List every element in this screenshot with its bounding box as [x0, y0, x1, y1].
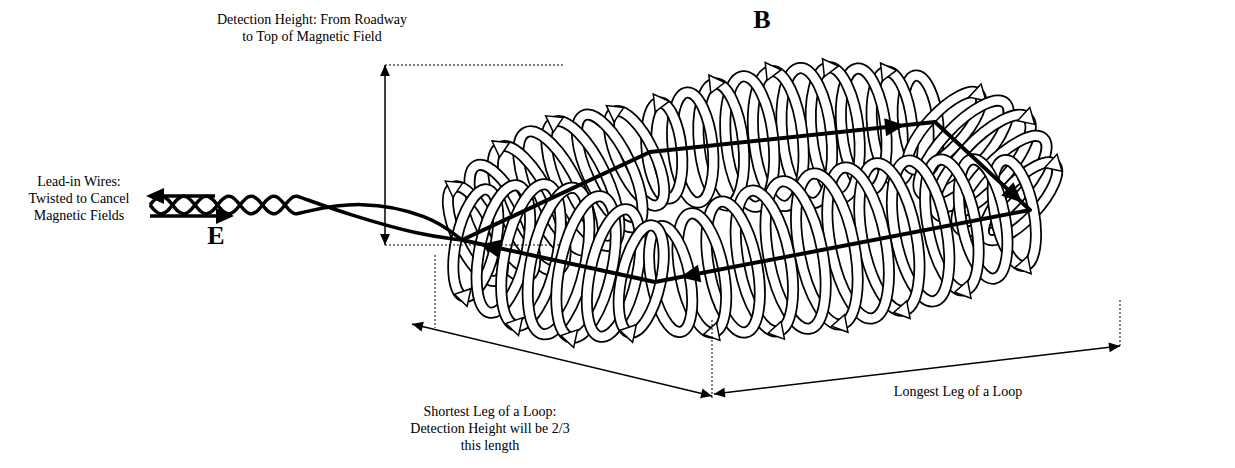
arrowhead — [380, 65, 390, 76]
extension-line — [385, 65, 565, 66]
detection-height-label: Detection Height: From Roadway to Top of… — [212, 12, 412, 46]
lead-in-wires — [146, 188, 462, 240]
extension-line — [1120, 300, 1121, 348]
arrowhead — [714, 388, 726, 398]
lead-in-label: Lead-in Wires: Twisted to Cancel Magneti… — [20, 174, 138, 224]
arrowhead — [1108, 342, 1120, 352]
longest-leg-label: Longest Leg of a Loop — [868, 384, 1048, 401]
magnetic-field-label: B — [747, 4, 777, 35]
extension-line — [435, 255, 436, 328]
magnetic-field-rings — [433, 56, 1074, 352]
arrowhead — [680, 265, 701, 283]
lead-in-wire — [150, 196, 462, 240]
arrowhead — [412, 322, 424, 332]
current-arrow — [150, 214, 220, 218]
extension-line — [385, 245, 560, 246]
arrowhead — [146, 188, 164, 204]
shortest-leg-label: Shortest Leg of a Loop: Detection Height… — [410, 404, 570, 454]
arrowhead — [1001, 182, 1022, 202]
arrowhead — [480, 240, 501, 258]
arrowhead — [884, 118, 905, 136]
dimension-line — [412, 324, 712, 396]
arrowhead — [700, 389, 712, 399]
dimension-line — [384, 65, 386, 245]
field-ring — [692, 72, 750, 207]
dimension-lines — [380, 65, 1120, 398]
lead-in-wire — [150, 196, 462, 240]
field-ring — [608, 221, 672, 345]
current-arrow — [160, 194, 215, 198]
electric-field-label: E — [201, 220, 231, 251]
loop-conductor — [462, 122, 1030, 282]
arrowhead — [380, 234, 390, 245]
extension-line — [712, 320, 713, 398]
loop-wire — [462, 118, 1030, 282]
